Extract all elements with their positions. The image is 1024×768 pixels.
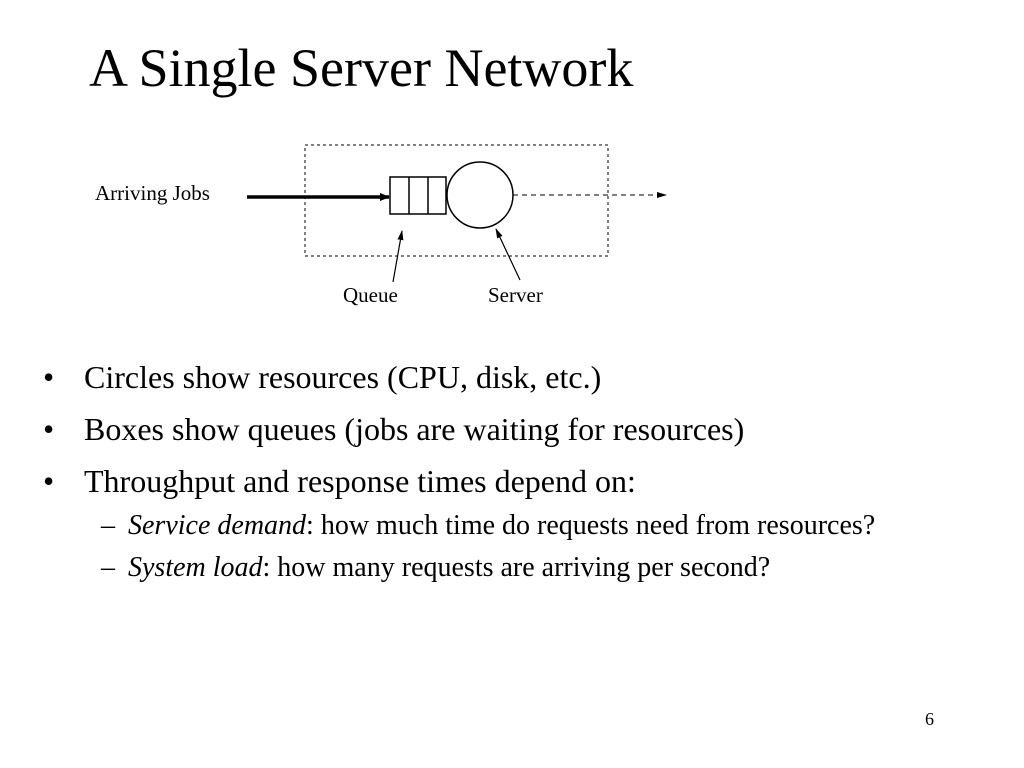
sub-bullet-item: – System load: how many requests are arr… (101, 550, 908, 586)
slide-number: 6 (925, 709, 934, 729)
sub-bullet-term: System load (128, 552, 263, 583)
queue-pointer-arrow (392, 230, 404, 283)
queue-box (389, 176, 447, 215)
bullet-list: • Circles show resources (CPU, disk, etc… (0, 356, 1024, 596)
system-boundary-box (304, 144, 609, 257)
server-circle (446, 161, 514, 229)
bullet-text: Circles show resources (CPU, disk, etc.) (84, 359, 602, 395)
bullet-item: • Boxes show queues (jobs are waiting fo… (0, 408, 1024, 450)
sub-bullet-text: : how much time do requests need from re… (306, 510, 876, 541)
bullet-marker: • (43, 359, 55, 395)
sub-bullet-term: Service demand (128, 510, 307, 541)
bullet-item: • Circles show resources (CPU, disk, etc… (0, 356, 1024, 398)
arriving-jobs-label: Arriving Jobs (95, 181, 210, 205)
sub-bullet-list: – Service demand: how much time do reque… (84, 508, 1024, 586)
queue-label: Queue (343, 283, 398, 307)
slide-title: A Single Server Network (89, 38, 634, 98)
bullet-marker: • (43, 463, 55, 499)
bullet-text: Throughput and response times depend on: (84, 463, 636, 499)
bullet-marker: • (43, 411, 55, 447)
sub-bullet-marker: – (101, 510, 115, 541)
server-label: Server (488, 283, 543, 307)
server-pointer-arrow (495, 228, 521, 281)
bullet-item: • Throughput and response times depend o… (0, 460, 1024, 586)
sub-bullet-item: – Service demand: how much time do reque… (101, 508, 908, 544)
sub-bullet-marker: – (101, 552, 115, 583)
bullet-text: Boxes show queues (jobs are waiting for … (84, 411, 745, 447)
sub-bullet-text: : how many requests are arriving per sec… (262, 552, 771, 583)
single-server-diagram: Arriving Jobs Queue Server (95, 144, 667, 307)
